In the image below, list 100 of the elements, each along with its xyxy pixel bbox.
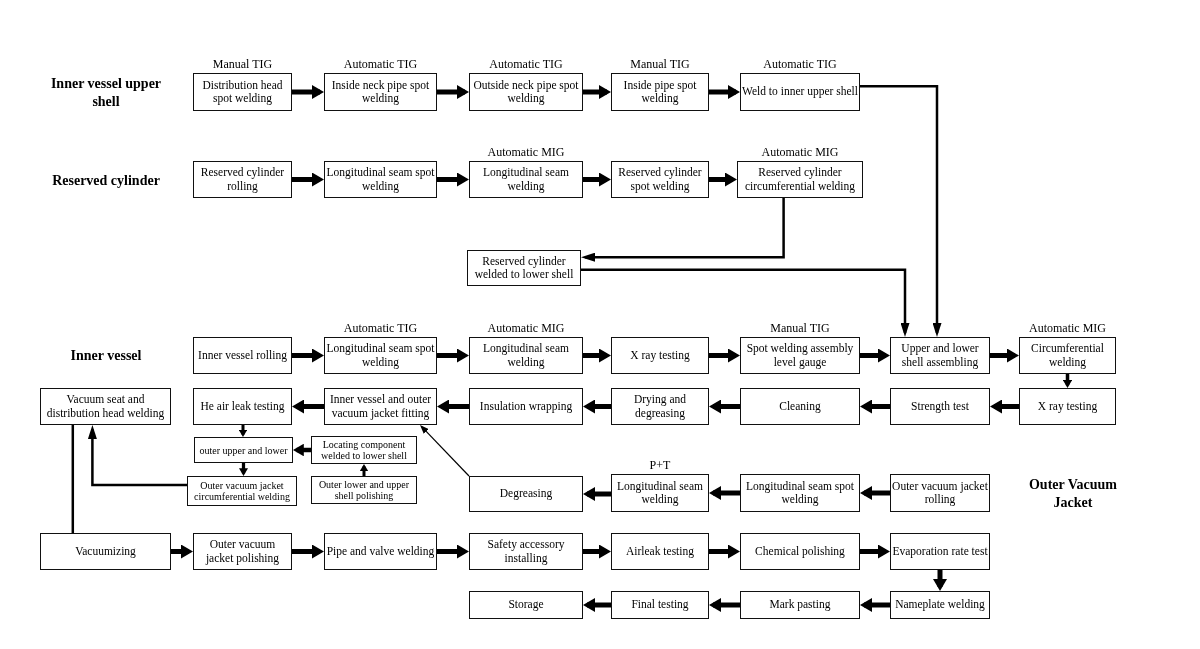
step-label: Reserved cylinder rolling [199,166,286,193]
arrow [709,598,740,612]
process-box [187,476,297,506]
arrow [583,172,611,187]
step-label: Chemical polishing [755,544,845,559]
step-label: Locating component welded to lower shell [320,439,408,461]
arrow [583,487,611,501]
step-label: Safety accessory installing [486,538,566,565]
arrow [359,464,369,476]
process-box [193,337,292,374]
arrow [583,544,611,559]
arrow [437,85,469,99]
arrow [87,425,187,487]
step-label: Drying and degreasing [632,393,688,420]
step-label: Storage [508,598,544,612]
step-label: Airleak testing [626,544,694,559]
arrow [292,348,324,363]
step-label: Distribution head spot welding [201,78,284,106]
method-label: Automatic MIG [487,322,565,336]
step-label: Weld to inner upper shell [742,85,858,99]
step-label: Longitudinal seam welding [616,479,704,507]
arrow [238,463,249,476]
process-box [1019,337,1116,374]
arrow [709,85,740,99]
arrow [583,348,611,363]
arrow [709,486,740,500]
process-box [324,533,437,570]
step-label: Outer vacuum jacket polishing [204,538,281,565]
process-box [193,388,292,425]
row-heading: Inner vessel [70,347,142,365]
process-box [611,388,709,425]
step-label: He air leak testing [200,399,285,414]
row-heading: Inner vessel upper shell [49,74,163,110]
step-label: Pipe and valve welding [326,544,435,559]
step-label: X ray testing [630,348,690,363]
step-label: Longitudinal seam spot welding [745,479,855,507]
arrow [171,544,193,559]
arrow [437,544,469,559]
step-label: Outer lower and upper shell polishing [317,479,411,501]
method-label: Automatic TIG [763,58,837,72]
step-label: Longitudinal seam welding [482,166,570,193]
arrow [437,348,469,363]
step-label: Longitudinal seam spot welding [326,166,435,193]
process-box [311,436,417,464]
process-box [311,476,417,504]
process-box [193,73,292,111]
arrow [437,172,469,187]
step-label: Evaporation rate test [892,544,988,559]
process-box [469,161,583,198]
step-label: Reserved cylinder welded to lower shell [473,254,575,282]
step-label: Final testing [631,598,689,612]
process-box [611,533,709,570]
row-heading: Reserved cylinder [52,172,160,190]
step-label: Insulation wrapping [479,399,573,414]
step-label: Cleaning [779,399,821,414]
method-label: Automatic TIG [489,58,563,72]
arrow [583,598,611,612]
process-box [1019,388,1116,425]
step-label: Outer vacuum jacket rolling [892,479,988,507]
process-box [40,533,171,570]
arrow [990,399,1019,414]
process-box [740,591,860,619]
step-label: Outer vacuum jacket circumferential welding [193,480,291,502]
step-label: Spot welding assembly level gauge [745,342,855,369]
arrow [860,544,890,559]
arrow [238,425,248,437]
step-label: outer upper and lower [199,444,288,456]
arrow [581,198,785,262]
arrow [709,399,740,414]
step-label: Upper and lower shell assembling [900,342,980,369]
process-box [469,591,583,619]
process-box [611,337,709,374]
process-box [611,73,709,111]
arrow [933,570,947,591]
step-label: Circumferential welding [1030,342,1105,369]
process-box [469,476,583,512]
step-label: Vacuumizing [75,544,136,559]
row-heading: Outer Vacuum Jacket [1027,475,1118,511]
process-box [740,533,860,570]
step-label: Reserved cylinder spot welding [617,166,703,193]
process-box [890,533,990,570]
method-label: Automatic TIG [343,322,418,336]
step-label: Vacuum seat and distribution head welding [45,393,166,420]
process-box [193,161,292,198]
process-box [740,388,860,425]
step-label: Strength test [911,399,969,414]
step-label: Inner vessel rolling [198,348,287,363]
step-label: Longitudinal seam welding [482,342,570,369]
arrow [860,85,942,337]
arrow [709,544,740,559]
arrow [292,172,324,187]
arrow [990,348,1019,363]
process-box [611,591,709,619]
step-label: Nameplate welding [895,598,985,612]
step-label: Outside neck pipe spot welding [472,78,580,106]
arrow [709,348,740,363]
process-box [324,73,437,111]
arrow [292,399,324,414]
method-label: Automatic MIG [1029,322,1106,336]
step-label: Degreasing [499,487,553,501]
